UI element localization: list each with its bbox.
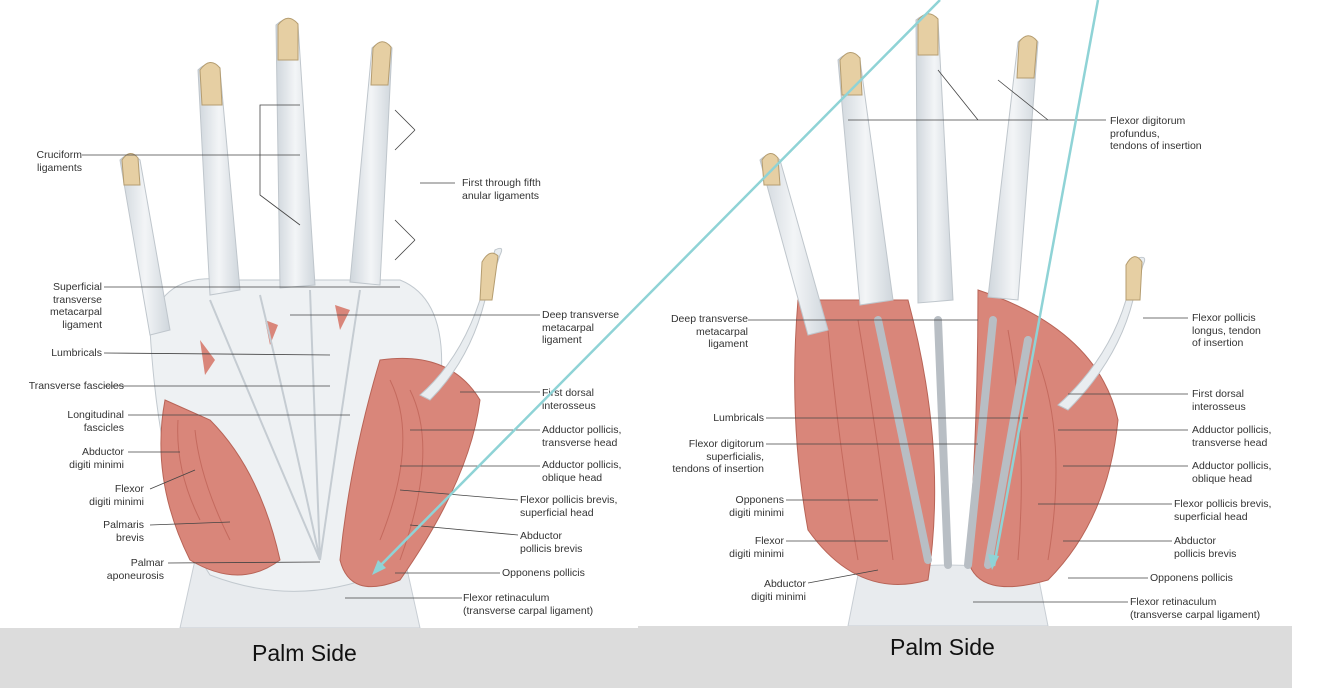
label-opponens-digiti-minimi: Opponens digiti minimi — [729, 494, 784, 519]
label-flexor-digiti-minimi: Flexor digiti minimi — [729, 535, 784, 560]
label-adductor-pollicis-transverse-head: Adductor pollicis, transverse head — [542, 424, 622, 449]
caption-right: Palm Side — [890, 634, 995, 660]
label-adductor-pollicis-transverse-head: Adductor pollicis, transverse head — [1192, 424, 1272, 449]
caption-left: Palm Side — [252, 640, 357, 666]
label-flexor-pollicis-brevis: Flexor pollicis brevis, superficial head — [1174, 498, 1272, 523]
caption-bar — [0, 626, 1292, 688]
label-flexor-pollicis-brevis: Flexor pollicis brevis, superficial head — [520, 494, 618, 519]
label-deep-transverse-metacarpal-ligament: Deep transverse metacarpal ligament — [542, 309, 620, 346]
label-abductor-digiti-minimi: Abductor digiti minimi — [751, 578, 806, 603]
label-abductor-pollicis-brevis: Abductor pollicis brevis — [1174, 535, 1237, 560]
label-abductor-pollicis-brevis: Abductor pollicis brevis — [520, 530, 583, 555]
label-cruciform-ligaments: Cruciform ligaments — [36, 149, 82, 174]
label-abductor-digiti-minimi: Abductor digiti minimi — [69, 446, 124, 471]
label-lumbricals: Lumbricals — [713, 412, 764, 424]
label-deep-transverse-metacarpal-ligament: Deep transverse metacarpal ligament — [670, 313, 748, 350]
label-palmaris-brevis: Palmaris brevis — [103, 519, 144, 544]
label-first-dorsal-interosseus: First dorsal interosseus — [1192, 388, 1246, 413]
label-opponens-pollicis: Opponens pollicis — [502, 567, 585, 579]
label-flexor-pollicis-longus: Flexor pollicis longus, tendon of insert… — [1192, 312, 1261, 349]
label-flexor-retinaculum: Flexor retinaculum (transverse carpal li… — [1130, 596, 1261, 621]
label-longitudinal-fascicles: Longitudinal fascicles — [67, 409, 124, 434]
label-palmar-aponeurosis: Palmar aponeurosis — [106, 557, 164, 582]
label-flexor-digitorum-profundus: Flexor digitorum profundus, tendons of i… — [1110, 115, 1202, 152]
label-flexor-retinaculum: Flexor retinaculum (transverse carpal li… — [463, 592, 594, 617]
label-adductor-pollicis-oblique-head: Adductor pollicis, oblique head — [1192, 460, 1272, 485]
left-hand-illustration: Cruciform ligaments First through fifth … — [0, 0, 638, 628]
label-first-dorsal-interosseus: First dorsal interosseus — [542, 387, 596, 412]
label-opponens-pollicis: Opponens pollicis — [1150, 572, 1233, 584]
label-adductor-pollicis-oblique-head: Adductor pollicis, oblique head — [542, 459, 622, 484]
label-anular-ligaments: First through fifth anular ligaments — [462, 177, 541, 202]
label-lumbricals: Lumbricals — [51, 347, 102, 359]
right-fingers — [759, 13, 1039, 336]
label-superficial-transverse-metacarpal-ligament: Superficial transverse metacarpal ligame… — [50, 281, 102, 331]
label-flexor-digitorum-superficialis: Flexor digitorum superficialis, tendons … — [672, 438, 764, 475]
label-flexor-digiti-minimi: Flexor digiti minimi — [89, 483, 144, 508]
right-hand-illustration: Flexor digitorum profundus, tendons of i… — [648, 0, 1290, 626]
label-transverse-fascicles: Transverse fascicles — [28, 380, 124, 392]
